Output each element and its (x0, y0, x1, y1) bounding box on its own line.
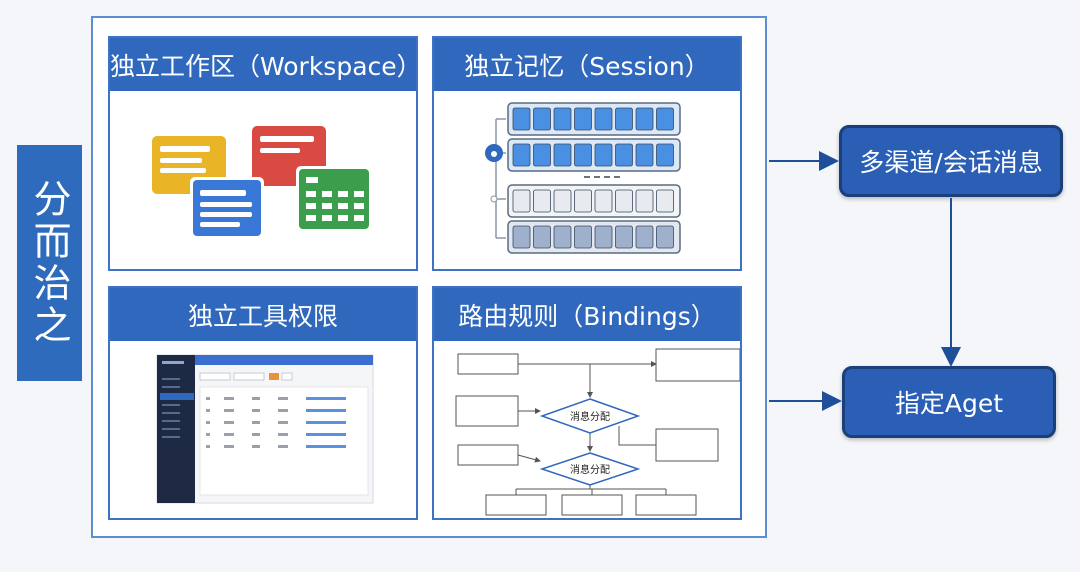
memory-cell (574, 143, 592, 167)
tool-table-cell (206, 409, 210, 412)
tool-table-cell (278, 421, 288, 424)
tool-table-cell (278, 445, 288, 448)
panel-workspace: 独立工作区（Workspace） (108, 36, 418, 271)
tool-table-cell (278, 433, 288, 436)
tool-table-cell (252, 421, 260, 424)
spreadsheet-green-icon (296, 166, 372, 232)
tool-table-cell (224, 433, 234, 436)
memory-cell (533, 225, 551, 249)
memory-cell (656, 143, 674, 167)
tool-table-cell (206, 445, 210, 448)
memory-cell (656, 225, 674, 249)
panel-memory-title: 独立记忆（Session） (434, 38, 740, 91)
memory-cell (635, 189, 654, 213)
panel-bindings: 路由规则（Bindings） 消息分配 消息分配 (432, 286, 742, 520)
decision-label-2: 消息分配 (570, 463, 610, 476)
memory-cell (615, 107, 633, 131)
panel-memory: 独立记忆（Session） (432, 36, 742, 271)
tool-table-cell (252, 445, 260, 448)
panel-bindings-title: 路由规则（Bindings） (434, 288, 740, 341)
memory-cell (574, 107, 592, 131)
tools-screenshot-illustration (156, 354, 374, 504)
tool-table-cell (224, 421, 234, 424)
memory-cell (656, 189, 674, 213)
panel-tools: 独立工具权限 (108, 286, 418, 520)
memory-cell (615, 189, 633, 213)
tool-table-cell (224, 397, 234, 400)
memory-cell (533, 143, 551, 167)
memory-cell (553, 225, 572, 249)
tool-table-cell (252, 433, 260, 436)
memory-cell (512, 107, 531, 131)
memory-cell (635, 143, 654, 167)
channel-messages-box: 多渠道/会话消息 (839, 125, 1063, 197)
bindings-flowchart: 消息分配 消息分配 (455, 348, 740, 516)
memory-cell (594, 143, 613, 167)
tool-table-cell (224, 409, 234, 412)
tool-table-cell (306, 445, 346, 448)
workspace-illustration (152, 126, 372, 239)
memory-cell (635, 107, 654, 131)
memory-cell (594, 189, 613, 213)
tool-table-cell (224, 445, 234, 448)
panel-workspace-title: 独立工作区（Workspace） (110, 38, 416, 91)
tool-table-cell (306, 409, 346, 412)
tool-table-cell (306, 421, 346, 424)
memory-cell (512, 189, 531, 213)
tool-table-cell (278, 397, 288, 400)
panel-tools-title: 独立工具权限 (110, 288, 416, 341)
memory-cell (553, 107, 572, 131)
user-node-icon (485, 144, 503, 162)
memory-cell (553, 189, 572, 213)
memory-cell (594, 107, 613, 131)
memory-cell (615, 225, 633, 249)
decision-label-1: 消息分配 (570, 410, 610, 423)
memory-cell (574, 189, 592, 213)
memory-cell (512, 225, 531, 249)
memory-cell (574, 225, 592, 249)
tool-table-cell (206, 421, 210, 424)
document-blue-icon (190, 177, 264, 239)
tool-table-cell (278, 409, 288, 412)
tool-table-cell (252, 409, 260, 412)
side-label: 分而治之 (17, 145, 82, 381)
memory-cell (553, 143, 572, 167)
tool-table-cell (306, 433, 346, 436)
tool-table-cell (306, 397, 346, 400)
memory-cell (512, 143, 531, 167)
memory-illustration (485, 102, 681, 254)
memory-cell (635, 225, 654, 249)
memory-cell (533, 107, 551, 131)
tool-table-cell (206, 433, 210, 436)
tool-table-cell (206, 397, 210, 400)
target-agent-box: 指定Aget (842, 366, 1056, 438)
memory-cell (615, 143, 633, 167)
tool-table-cell (252, 397, 260, 400)
memory-cell (533, 189, 551, 213)
memory-cell (594, 225, 613, 249)
memory-cell (656, 107, 674, 131)
